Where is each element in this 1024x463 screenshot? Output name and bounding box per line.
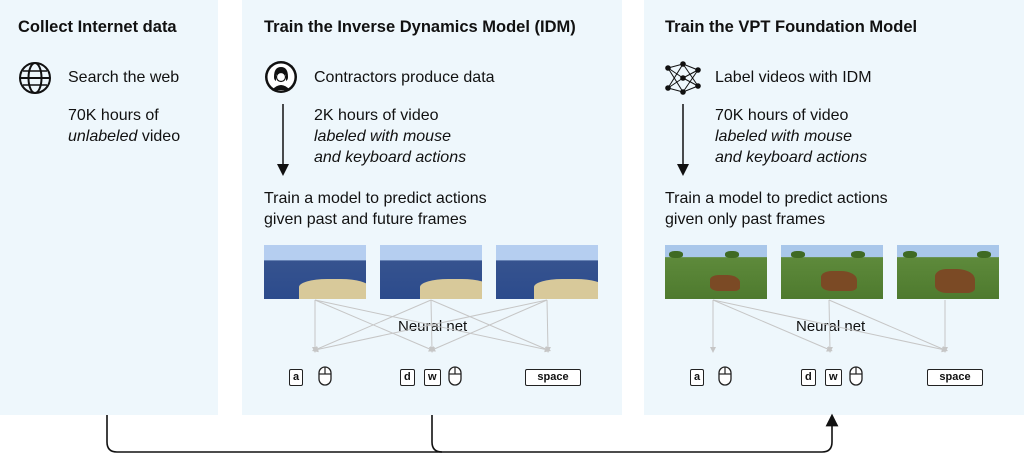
vpt-labeled-1: labeled with mouse xyxy=(715,126,852,147)
video-frame xyxy=(665,245,767,299)
mouse-icon xyxy=(718,366,732,386)
globe-icon xyxy=(19,62,51,94)
idm-train-1: Train a model to predict actions xyxy=(264,190,487,207)
vpt-title: Train the VPT Foundation Model xyxy=(665,18,918,36)
collect-step: Search the web xyxy=(68,69,180,86)
collect-hours: 70K hours of xyxy=(68,107,159,124)
neural-network-icon xyxy=(665,61,701,95)
key-w: w xyxy=(424,369,441,386)
collect-desc: unlabeled video xyxy=(68,126,180,147)
idm-labeled-1: labeled with mouse xyxy=(314,126,451,147)
idm-title: Train the Inverse Dynamics Model (IDM) xyxy=(264,18,576,36)
vpt-labeled-1-text: labeled with mouse xyxy=(715,128,852,145)
key-d: d xyxy=(400,369,415,386)
idm-labeled-1-text: labeled with mouse xyxy=(314,128,451,145)
idm-neural-net-label: Neural net xyxy=(398,318,468,335)
video-frame xyxy=(264,245,366,299)
key-space: space xyxy=(525,369,581,386)
vpt-train-1: Train a model to predict actions xyxy=(665,190,888,207)
video-frame xyxy=(897,245,999,299)
vpt-connectors xyxy=(710,299,948,353)
collect-desc-em: unlabeled xyxy=(68,128,138,145)
collect-desc-rest: video xyxy=(137,128,181,145)
key-a: a xyxy=(289,369,304,386)
video-frame xyxy=(496,245,598,299)
vpt-step: Label videos with IDM xyxy=(715,69,872,86)
vpt-labeled-2-text: and keyboard actions xyxy=(715,149,868,166)
vpt-labeled-2: and keyboard actions xyxy=(715,147,867,168)
mouse-icon xyxy=(318,366,332,386)
idm-hours: 2K hours of video xyxy=(314,107,439,124)
collect-data-panel: Collect Internet data Search the web 70K… xyxy=(0,0,218,415)
mouse-icon xyxy=(448,366,462,386)
collect-title: Collect Internet data xyxy=(18,18,177,36)
person-icon xyxy=(265,61,297,93)
idm-labeled-2-text: and keyboard actions xyxy=(314,149,467,166)
vpt-hours: 70K hours of video xyxy=(715,107,849,124)
key-d: d xyxy=(801,369,816,386)
key-w: w xyxy=(825,369,842,386)
idm-connectors xyxy=(312,299,551,353)
key-space: space xyxy=(927,369,983,386)
vpt-panel: Train the VPT Foundation Model Label vid… xyxy=(644,0,1024,415)
video-frame xyxy=(781,245,883,299)
idm-train-2: given past and future frames xyxy=(264,211,467,228)
key-a: a xyxy=(690,369,705,386)
vpt-train-2: given only past frames xyxy=(665,211,826,228)
video-frame xyxy=(380,245,482,299)
vpt-neural-net-label: Neural net xyxy=(796,318,866,335)
flow-line xyxy=(106,413,839,453)
mouse-icon xyxy=(849,366,863,386)
flow-line-branch xyxy=(431,415,443,453)
idm-step: Contractors produce data xyxy=(314,69,495,86)
idm-labeled-2: and keyboard actions xyxy=(314,147,466,168)
